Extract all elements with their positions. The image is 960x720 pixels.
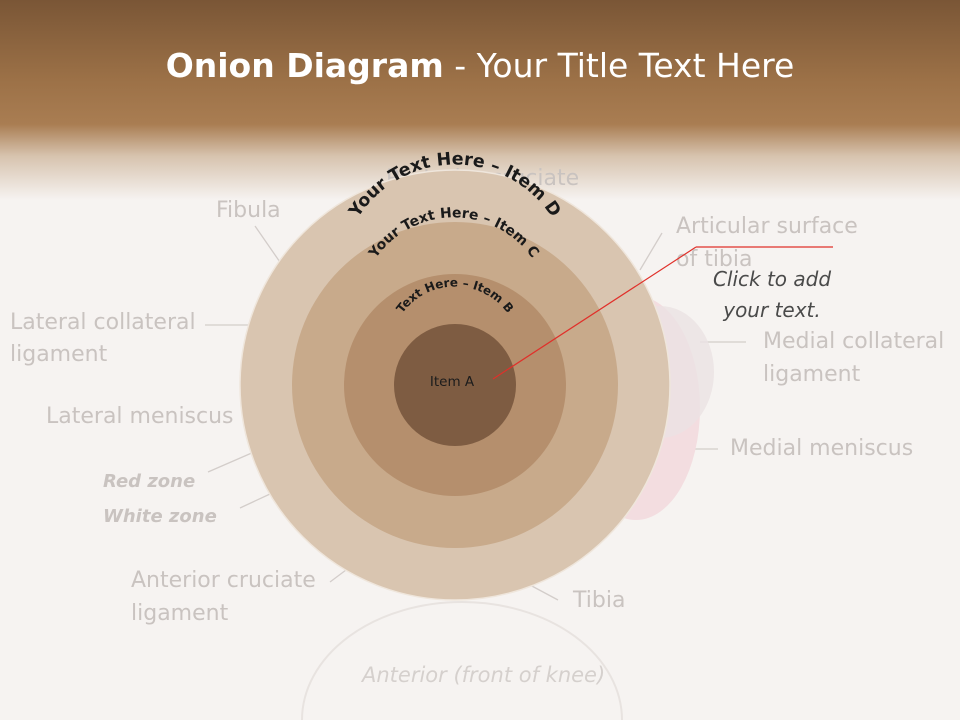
callout-text[interactable]: Click to add your text. <box>692 264 852 326</box>
bg-label-medial-meniscus: Medial meniscus <box>730 436 913 461</box>
bg-label-anterior-cruciate-1: Anterior cruciate <box>131 568 316 593</box>
page-title: Onion Diagram - Your Title Text Here <box>0 46 960 85</box>
bg-label-medial-collateral-1: Medial collateral <box>763 329 944 354</box>
title-bold: Onion Diagram <box>165 46 444 85</box>
bg-label-articular-1: Articular surface <box>676 214 858 239</box>
bg-label-lateral-collateral-2: ligament <box>10 342 108 367</box>
callout-line-1: Click to add <box>712 267 832 291</box>
bg-label-lateral-collateral-1: Lateral collateral <box>10 310 196 335</box>
background-reflection-arc <box>301 601 623 720</box>
bg-label-anterior-cruciate-2: ligament <box>131 601 229 626</box>
bg-label-white-zone: White zone <box>103 506 217 527</box>
bg-label-red-zone: Red zone <box>103 471 195 492</box>
title-rest: - Your Title Text Here <box>443 46 795 85</box>
bg-label-tibia: Tibia <box>572 588 625 613</box>
callout-line-2: your text. <box>723 298 821 322</box>
bg-label-anterior-front: Anterior (front of knee) <box>360 663 605 687</box>
label-item-a: Item A <box>430 374 475 390</box>
bg-label-lateral-meniscus: Lateral meniscus <box>46 404 234 429</box>
bg-label-medial-collateral-2: ligament <box>763 362 861 387</box>
bg-label-fibula: Fibula <box>216 198 281 223</box>
core-item-a <box>394 324 516 446</box>
header-banner <box>0 0 960 200</box>
background-labels: Posterior cruciate Fibula Articular surf… <box>10 166 944 687</box>
callout-line <box>492 246 833 380</box>
